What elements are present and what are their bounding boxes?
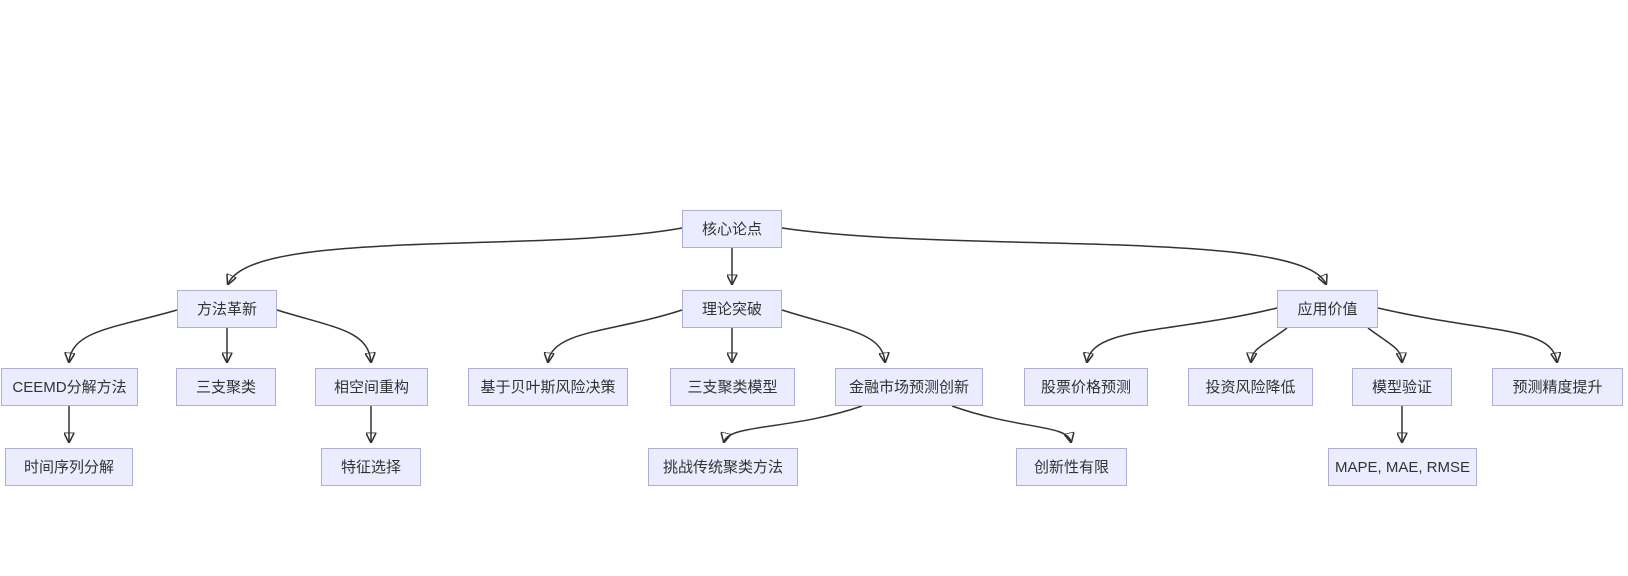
node-three-way-clustering: 三支聚类 [176,368,276,406]
node-feature-selection: 特征选择 [321,448,421,486]
node-time-series-decomposition: 时间序列分解 [5,448,133,486]
node-application-value: 应用价值 [1277,290,1378,328]
node-stock-price-prediction: 股票价格预测 [1024,368,1148,406]
edge-theory-finance [781,309,885,362]
node-forecast-accuracy-improvement: 预测精度提升 [1492,368,1623,406]
edge-finance-challenge [724,405,863,442]
node-theoretical-breakthrough: 理论突破 [682,290,782,328]
node-three-way-clustering-model: 三支聚类模型 [670,368,795,406]
node-challenge-traditional-clustering: 挑战传统聚类方法 [648,448,798,486]
node-limited-novelty: 创新性有限 [1016,448,1127,486]
node-phase-space-reconstruction: 相空间重构 [315,368,428,406]
edge-method-phase [276,309,371,362]
edge-value-risk [1251,327,1288,362]
edge-value-precision [1377,307,1557,362]
edge-theory-bayes [548,309,683,362]
edge-core-method [228,227,683,284]
node-error-metrics: MAPE, MAE, RMSE [1328,448,1477,486]
node-model-validation: 模型验证 [1352,368,1452,406]
edge-core-value [781,227,1326,284]
node-investment-risk-reduction: 投资风险降低 [1188,368,1313,406]
node-ceemd-decomposition: CEEMD分解方法 [1,368,138,406]
edge-value-stock [1087,307,1278,362]
node-financial-market-forecast-innovation: 金融市场预测创新 [835,368,983,406]
node-method-innovation: 方法革新 [177,290,277,328]
edge-finance-novelty [951,405,1071,442]
edge-method-ceemd [69,309,178,362]
node-bayesian-risk-decision: 基于贝叶斯风险决策 [468,368,628,406]
node-core-thesis: 核心论点 [682,210,782,248]
edge-value-model [1367,327,1402,362]
